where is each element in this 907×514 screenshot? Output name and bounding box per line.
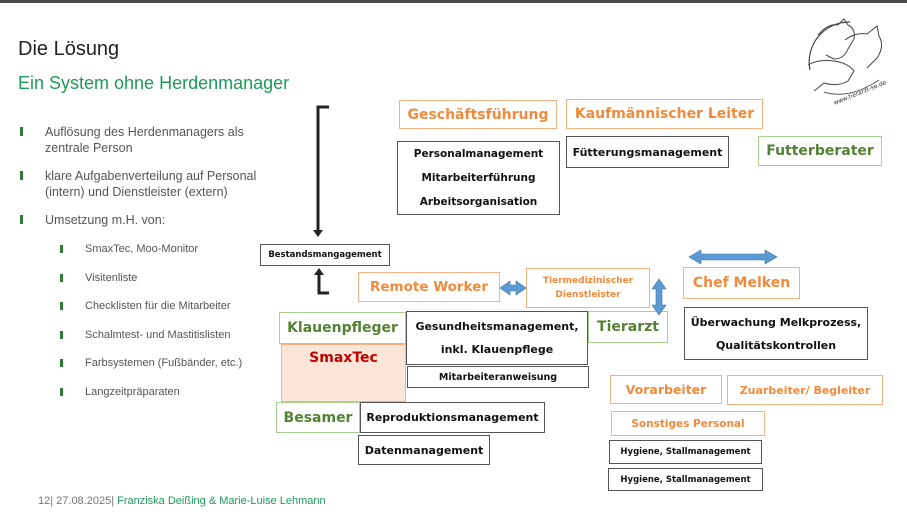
role-vorarbeiter: Vorarbeiter <box>610 375 722 404</box>
role-klauenpfleger: Klauenpfleger <box>279 312 406 344</box>
down-bracket-arrow-icon <box>313 105 329 237</box>
bullet-icon <box>20 215 23 224</box>
role-kaufmaennischer-leiter: Kaufmännischer Leiter <box>566 99 763 129</box>
sub-bullet-item: Schalmtest- und Mastitislisten <box>60 328 280 342</box>
task-gesundheitsmanagement: Gesundheitsmanagement, inkl. Klauenpfleg… <box>406 311 588 365</box>
bullet-icon <box>20 127 23 136</box>
task-datenmanagement: Datenmanagement <box>358 435 490 465</box>
footer-authors: Franziska Deißing & Marie-Luise Lehmann <box>117 495 326 507</box>
role-futterberater: Futterberater <box>758 136 882 166</box>
bullet-icon <box>60 273 63 282</box>
slide-title: Die Lösung <box>18 38 120 60</box>
role-sonstiges-personal: Sonstiges Personal <box>611 411 765 436</box>
role-geschaeftsfuehrung: Geschäftsführung <box>399 100 557 129</box>
slide-subtitle: Ein System ohne Herdenmanager <box>18 73 290 93</box>
sub-bullet-item: Visitenliste <box>60 271 280 285</box>
animals-circle-logo-icon: www.tierarzt-se.de <box>807 18 888 105</box>
task-reproduktionsmanagement: Reproduktionsmanagement <box>360 402 545 433</box>
role-besamer: Besamer <box>276 402 360 433</box>
sub-bullet-item: Farbsystemen (Fußbänder, etc.) <box>60 356 280 370</box>
role-zuarbeiter-begleiter: Zuarbeiter/ Begleiter <box>727 375 883 405</box>
task-hygiene-1: Hygiene, Stallmanagement <box>609 440 762 464</box>
bullet-item: Umsetzung m.H. von: <box>20 212 280 228</box>
bullet-icon <box>60 302 63 310</box>
up-bracket-arrow-icon <box>314 268 329 295</box>
top-bar <box>0 0 907 3</box>
role-chef-melken: Chef Melken <box>683 267 800 299</box>
task-fuetterungsmanagement: Fütterungsmanagement <box>566 136 729 168</box>
task-melkprozess: Überwachung Melkprozess, Qualitätskontro… <box>684 307 868 360</box>
footer-page-date: 12| 27.08.2025| <box>38 495 115 507</box>
role-tiermedizinischer-dienstleister: Tiermedizinischer Dienstleister <box>526 268 650 308</box>
bullet-icon <box>60 359 63 367</box>
role-smaxtec: SmaxTec <box>281 344 406 402</box>
task-personalmanagement: Personalmanagement Mitarbeiterführung Ar… <box>397 141 560 215</box>
footer: 12| 27.08.2025| Franziska Deißing & Mari… <box>38 495 326 507</box>
bullet-icon <box>60 330 63 339</box>
bullet-item: klare Aufgabenverteilung auf Personal (i… <box>20 168 280 200</box>
role-remote-worker: Remote Worker <box>358 272 500 302</box>
task-mitarbeiteranweisung: Mitarbeiteranweisung <box>407 366 589 388</box>
task-bestandsmanagement: Bestandsmangagement <box>260 244 390 266</box>
bullet-icon <box>60 387 63 396</box>
double-arrow-horizontal-icon <box>499 280 527 296</box>
bullet-icon <box>20 171 23 180</box>
sub-bullet-item: Langzeitpräparaten <box>60 385 280 399</box>
sub-bullet-item: Checklisten für die Mitarbeiter <box>60 299 280 313</box>
role-tierarzt: Tierarzt <box>588 311 668 343</box>
sub-bullet-item: SmaxTec, Moo-Monitor <box>60 242 280 256</box>
bullet-item: Auflösung des Herdenmanagers als zentral… <box>20 124 280 156</box>
bullet-list: Auflösung des Herdenmanagers als zentral… <box>20 124 280 413</box>
task-hygiene-2: Hygiene, Stallmanagement <box>608 468 763 491</box>
double-arrow-horizontal-icon <box>688 249 778 265</box>
bullet-icon <box>60 245 63 253</box>
double-arrow-vertical-icon <box>651 278 667 316</box>
svg-text:www.tierarzt-se.de: www.tierarzt-se.de <box>833 79 888 105</box>
